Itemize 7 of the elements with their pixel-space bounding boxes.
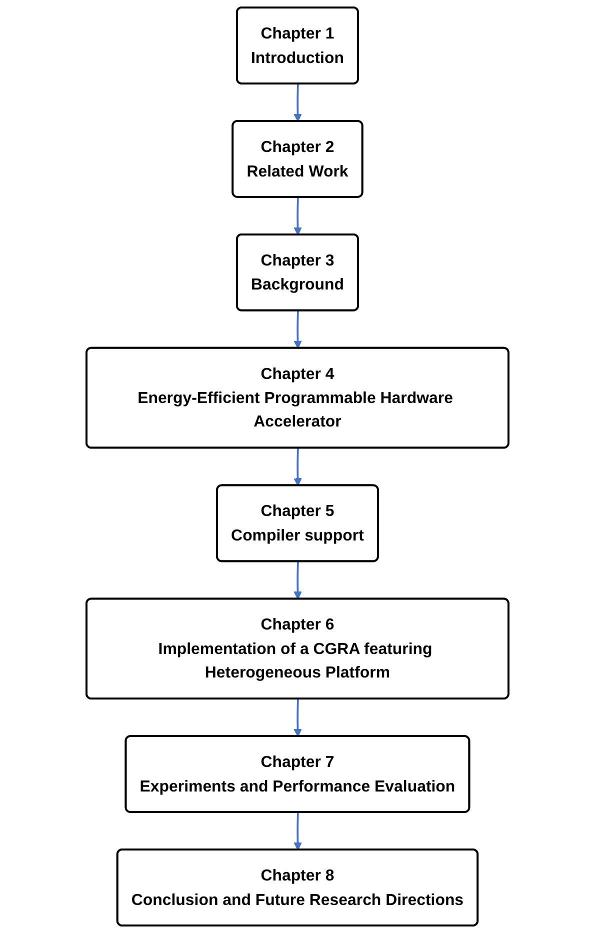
arrow	[294, 448, 302, 486]
arrow	[294, 197, 302, 236]
arrow	[294, 699, 302, 737]
arrow	[294, 562, 302, 600]
arrow	[294, 310, 302, 349]
arrow	[294, 84, 302, 122]
arrow	[294, 812, 302, 850]
